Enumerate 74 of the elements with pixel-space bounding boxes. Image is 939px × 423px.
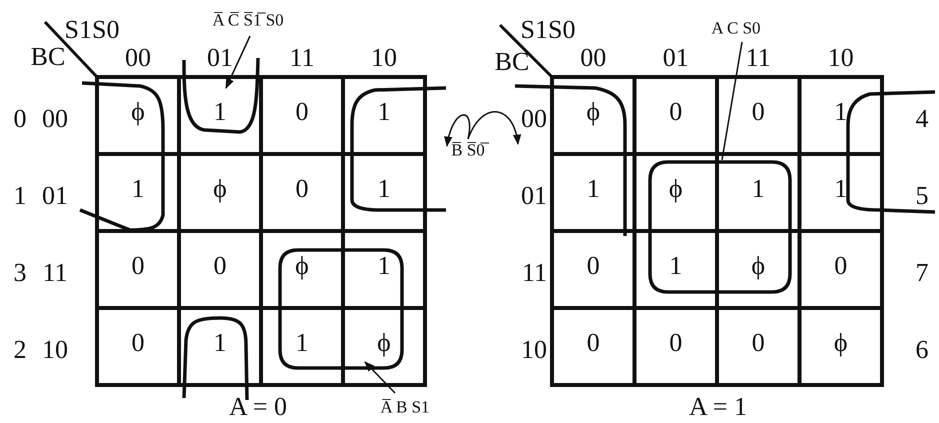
variable-label: BC <box>30 44 66 70</box>
row-number: 4 <box>916 106 928 132</box>
cell-value: 0 <box>132 330 144 356</box>
cell-value: ϕ <box>377 330 391 356</box>
formula-label: A C S0 <box>711 20 761 36</box>
map-caption: A = 1 <box>689 394 747 420</box>
cell-value: 0 <box>296 176 308 202</box>
row-header: 11 <box>42 260 68 286</box>
leader-arrow <box>467 111 521 146</box>
column-header: 11 <box>746 45 771 71</box>
row-number: 0 <box>14 106 26 132</box>
leader-line <box>721 42 743 160</box>
cell-value: ϕ <box>586 98 600 124</box>
row-header: 00 <box>521 106 547 132</box>
formula-label: A̅ B S1 <box>380 398 430 416</box>
leader-arrow <box>364 361 396 394</box>
row-header: 01 <box>42 182 68 208</box>
row-number: 6 <box>916 336 928 362</box>
column-header: 10 <box>371 45 397 71</box>
cell-value: 0 <box>296 98 308 124</box>
cell-value: 1 <box>834 98 848 124</box>
cell-value: 1 <box>378 252 390 278</box>
cell-value: 0 <box>586 330 600 356</box>
column-header: 01 <box>662 45 689 71</box>
row-header: 00 <box>42 106 68 132</box>
cell-value: ϕ <box>668 176 683 202</box>
cell-value: 0 <box>586 252 600 278</box>
cell-value: ϕ <box>131 98 145 124</box>
variable-label: S1S0 <box>64 17 120 43</box>
row-number: 2 <box>14 336 26 362</box>
cell-value: 0 <box>669 330 682 356</box>
cell-value: 1 <box>834 176 848 202</box>
column-header: 00 <box>580 45 606 71</box>
variable-label: S1S0 <box>520 17 576 43</box>
row-header: 11 <box>522 260 547 286</box>
cell-value: ϕ <box>751 252 766 278</box>
formula-label: A̅ C̅ S̅1̅ S0 <box>212 12 284 28</box>
row-header: 01 <box>521 182 547 208</box>
cell-value: 1 <box>132 176 144 202</box>
cell-value: 1 <box>214 98 226 124</box>
map-caption: A = 0 <box>229 394 287 420</box>
grouping-loop <box>278 248 404 370</box>
cell-value: 1 <box>378 98 390 124</box>
cell-value: 1 <box>378 176 390 202</box>
column-header: 00 <box>125 45 151 71</box>
cell-value: 0 <box>669 98 682 124</box>
cell-value: ϕ <box>213 176 227 202</box>
row-header: 10 <box>42 336 68 362</box>
cell-value: 0 <box>132 252 144 278</box>
cell-value: 1 <box>752 176 765 202</box>
cell-value: 0 <box>752 98 765 124</box>
cell-value: 0 <box>752 330 765 356</box>
cell-value: 1 <box>586 176 600 202</box>
row-header: 10 <box>521 336 547 362</box>
column-header: 11 <box>289 45 315 71</box>
grouping-loop <box>79 81 446 232</box>
grouping-loop <box>514 84 936 236</box>
variable-label: BC <box>494 49 530 75</box>
leader-arrow <box>225 36 251 89</box>
row-number: 3 <box>14 260 26 286</box>
cell-value: 0 <box>834 252 848 278</box>
cell-value: 1 <box>669 252 682 278</box>
cell-value: ϕ <box>834 330 848 356</box>
cell-value: 1 <box>296 330 308 356</box>
leader-arrow <box>444 114 470 148</box>
row-number: 1 <box>14 182 26 208</box>
cell-value: 1 <box>214 330 226 356</box>
grouping-loop <box>648 160 792 294</box>
cell-value: ϕ <box>295 252 309 278</box>
row-number: 5 <box>916 182 928 208</box>
column-header: 10 <box>828 45 854 71</box>
row-number: 7 <box>916 260 928 286</box>
column-header: 01 <box>207 45 233 71</box>
cell-value: 0 <box>214 252 226 278</box>
